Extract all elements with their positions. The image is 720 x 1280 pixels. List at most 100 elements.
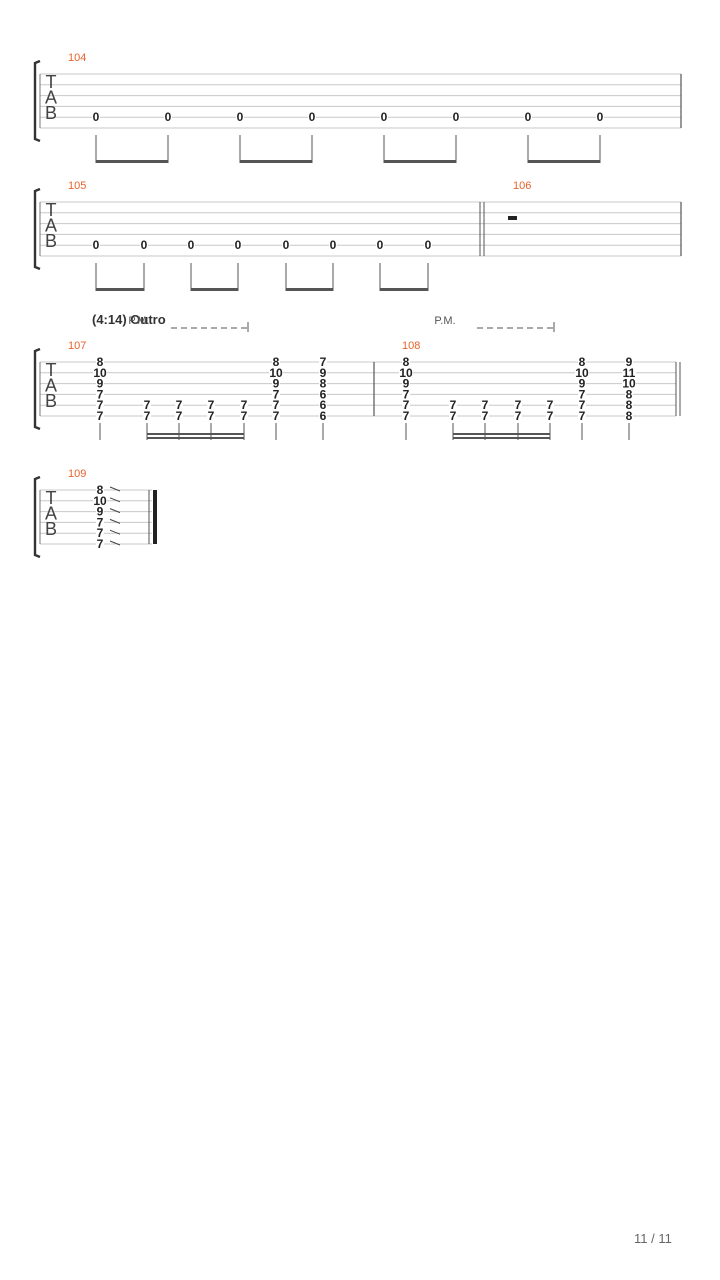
fret-backdrop [380, 112, 388, 123]
fret-backdrop [514, 400, 522, 411]
fret-number: 8 [626, 387, 633, 401]
fret-backdrop [140, 240, 148, 251]
fret-number: 8 [626, 409, 633, 423]
fret-number: 7 [273, 398, 280, 412]
fret-backdrop [96, 378, 104, 389]
fret-number: 7 [144, 409, 151, 423]
fret-number: 10 [575, 366, 589, 380]
fret-backdrop [399, 367, 413, 378]
tab-clef-letter: A [45, 216, 57, 236]
fret-backdrop [319, 367, 327, 378]
fret-number: 9 [626, 355, 633, 369]
fret-backdrop [96, 357, 104, 367]
tab-clef-letter: A [45, 88, 57, 108]
fret-backdrop [269, 367, 283, 378]
fret-backdrop [625, 357, 633, 367]
slide-out-mark [109, 486, 121, 492]
fret-number: 7 [450, 398, 457, 412]
fret-number: 7 [579, 387, 586, 401]
beam [191, 288, 238, 291]
fret-number: 7 [482, 409, 489, 423]
fret-backdrop [272, 400, 280, 411]
beam [528, 160, 600, 163]
fret-number: 7 [97, 398, 104, 412]
fret-number: 0 [165, 110, 172, 124]
fret-backdrop [319, 389, 327, 400]
fret-backdrop [92, 240, 100, 251]
fret-number: 7 [579, 409, 586, 423]
fret-backdrop [402, 389, 410, 400]
fret-backdrop [272, 357, 280, 367]
fret-number: 7 [241, 398, 248, 412]
fret-backdrop [93, 495, 107, 506]
fret-backdrop [402, 411, 410, 421]
fret-backdrop [524, 112, 532, 123]
fret-number: 7 [97, 515, 104, 529]
tab-clef-letter: A [45, 504, 57, 524]
fret-backdrop [402, 400, 410, 411]
tab-clef-letter: T [46, 72, 57, 92]
fret-number: 8 [626, 398, 633, 412]
fret-backdrop [449, 411, 457, 421]
measure-number: 105 [68, 180, 86, 192]
fret-backdrop [164, 112, 172, 123]
fret-backdrop [319, 411, 327, 421]
fret-backdrop [96, 400, 104, 411]
beam [240, 160, 312, 163]
beam [384, 160, 456, 163]
system-bracket [33, 347, 41, 431]
tab-clef-letter: B [45, 519, 57, 539]
fret-number: 0 [453, 110, 460, 124]
fret-backdrop [622, 378, 636, 389]
fret-backdrop [96, 485, 104, 495]
slide-out-mark [109, 508, 121, 514]
fret-backdrop [424, 240, 432, 251]
slide-out-mark [109, 529, 121, 535]
fret-number: 0 [93, 110, 100, 124]
fret-number: 0 [93, 238, 100, 252]
fret-number: 7 [403, 387, 410, 401]
system-bracket [33, 475, 41, 559]
fret-number: 7 [176, 398, 183, 412]
fret-backdrop [546, 400, 554, 411]
fret-number: 10 [93, 366, 107, 380]
fret-number: 7 [403, 398, 410, 412]
fret-number: 7 [273, 387, 280, 401]
fret-number: 0 [525, 110, 532, 124]
tab-clef-letter: A [45, 376, 57, 396]
fret-backdrop [622, 367, 636, 378]
slide-out-mark [109, 540, 121, 546]
fret-number: 6 [320, 387, 327, 401]
measure-number: 109 [68, 468, 86, 480]
fret-number: 10 [622, 377, 636, 391]
fret-backdrop [319, 357, 327, 367]
fret-backdrop [596, 112, 604, 123]
fret-number: 9 [97, 377, 104, 391]
fret-backdrop [402, 378, 410, 389]
beam [380, 288, 428, 291]
fret-number: 7 [515, 409, 522, 423]
fret-backdrop [449, 400, 457, 411]
palm-mute-label: P.M. [128, 315, 149, 327]
fret-backdrop [578, 357, 586, 367]
fret-backdrop [143, 411, 151, 421]
fret-number: 7 [97, 537, 104, 551]
fret-backdrop [175, 400, 183, 411]
measure-number: 106 [513, 180, 531, 192]
fret-number: 8 [97, 355, 104, 369]
fret-number: 0 [330, 238, 337, 252]
tab-clef-letter: B [45, 391, 57, 411]
fret-backdrop [625, 389, 633, 400]
tab-clef-letter: T [46, 360, 57, 380]
final-barline [153, 490, 157, 544]
beam [453, 437, 550, 439]
fret-backdrop [282, 240, 290, 251]
tab-clef-letter: B [45, 103, 57, 123]
fret-number: 11 [623, 366, 636, 380]
fret-backdrop [481, 400, 489, 411]
fret-backdrop [578, 400, 586, 411]
fret-number: 8 [97, 483, 104, 497]
slide-out-mark [109, 497, 121, 503]
fret-backdrop [578, 411, 586, 421]
